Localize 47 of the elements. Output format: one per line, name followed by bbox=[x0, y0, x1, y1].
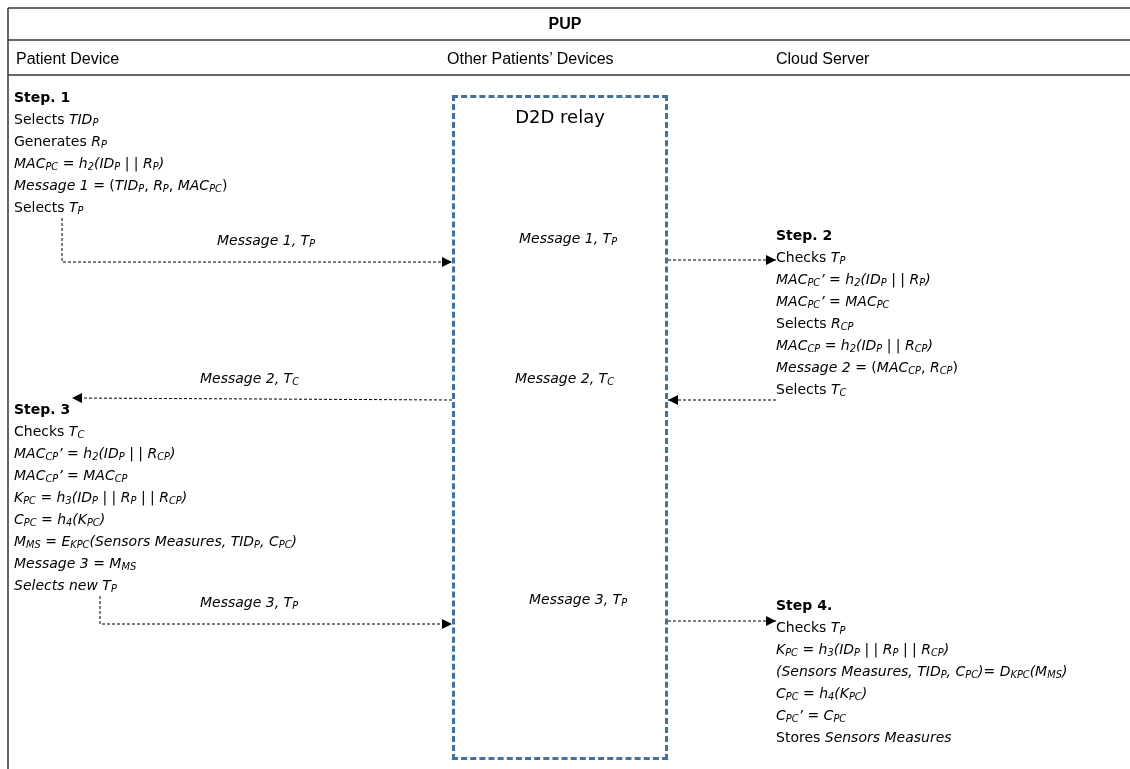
message-arrow bbox=[61, 217, 453, 267]
step-line: C$_{PC}$ = h$_{4}$(K$_{PC}$) bbox=[14, 510, 107, 530]
step-line: K$_{PC}$ = h$_{3}$(ID$_{P}$ | | R$_{P}$ | | R$_{CP}$) bbox=[14, 488, 189, 508]
step-line: Message 2 = (MAC$_{CP}$, R$_{CP}$) bbox=[776, 358, 958, 378]
column-header: Cloud Server bbox=[776, 50, 870, 68]
step-line: C$_{PC}$’ = C$_{PC}$ bbox=[776, 706, 848, 726]
edge-label: Message 1, T$_{P}$ bbox=[517, 230, 620, 246]
step-line: C$_{PC}$ = h$_{4}$(K$_{PC}$) bbox=[776, 684, 869, 704]
message-arrow bbox=[71, 393, 453, 404]
step-line: Message 3 = M$_{MS}$ bbox=[14, 554, 138, 574]
step-line: MAC$_{CP}$’ = MAC$_{CP}$ bbox=[14, 466, 129, 486]
region-title: D2D relay bbox=[514, 106, 606, 127]
step-line: MAC$_{PC}$’ = MAC$_{PC}$ bbox=[776, 292, 891, 312]
step-line: Checks T$_{P}$ bbox=[776, 618, 847, 638]
step-line: MAC$_{CP}$ = h$_{2}$(ID$_{P}$ | | R$_{CP}$) bbox=[776, 336, 934, 356]
step-line: Selects R$_{CP}$ bbox=[776, 314, 855, 334]
edge-label: Message 3, T$_{P}$ bbox=[198, 594, 301, 610]
step-line: MAC$_{PC}$ = h$_{2}$(ID$_{P}$ | | R$_{P}$) bbox=[14, 154, 166, 174]
step-line: M$_{MS}$ = E$_{KPC}$(Sensors Measures, TID$_{P}$, C$_{PC}$) bbox=[14, 532, 297, 552]
step-line: Message 1 = (TID$_{P}$, R$_{P}$, MAC$_{PC}$) bbox=[14, 176, 228, 196]
edge-label: Message 2, T$_{C}$ bbox=[513, 370, 616, 386]
step-line: Generates R$_{P}$ bbox=[14, 132, 108, 152]
table-title: PUP bbox=[548, 15, 582, 33]
step-line: Selects T$_{C}$ bbox=[776, 380, 848, 400]
step-line: Selects new T$_{P}$ bbox=[14, 576, 118, 596]
message-arrow bbox=[667, 395, 777, 405]
step-line: Checks T$_{P}$ bbox=[776, 248, 847, 268]
step-line: K$_{PC}$ = h$_{3}$(ID$_{P}$ | | R$_{P}$ | | R$_{CP}$) bbox=[776, 640, 951, 660]
step-heading: Step. 1 bbox=[14, 88, 72, 107]
step-line: Selects T$_{P}$ bbox=[14, 198, 85, 218]
message-arrow bbox=[667, 255, 777, 265]
edge-label: Message 2, T$_{C}$ bbox=[198, 370, 301, 386]
step-heading: Step. 2 bbox=[776, 226, 834, 245]
message-arrow bbox=[667, 616, 777, 626]
step-line: MAC$_{PC}$’ = h$_{2}$(ID$_{P}$ | | R$_{P}$) bbox=[776, 270, 932, 290]
step-line: Selects TID$_{P}$ bbox=[14, 110, 100, 130]
step-line: MAC$_{CP}$’ = h$_{2}$(ID$_{P}$ | | R$_{CP}$) bbox=[14, 444, 177, 464]
message-arrow bbox=[99, 595, 453, 629]
edge-label: Message 1, T$_{P}$ bbox=[215, 232, 318, 248]
step-heading: Step 4. bbox=[776, 596, 834, 615]
step-line: Checks T$_{C}$ bbox=[14, 422, 86, 442]
column-header: Other Patients’ Devices bbox=[447, 50, 614, 68]
edge-label: Message 3, T$_{P}$ bbox=[527, 591, 630, 607]
column-header: Patient Device bbox=[16, 50, 120, 68]
step-line: (Sensors Measures, TID$_{P}$, C$_{PC}$)= D$_{KPC}$(M$_{MS}$) bbox=[776, 662, 1068, 682]
step-line: Stores Sensors Measures bbox=[776, 728, 953, 747]
step-heading: Step. 3 bbox=[14, 400, 72, 419]
